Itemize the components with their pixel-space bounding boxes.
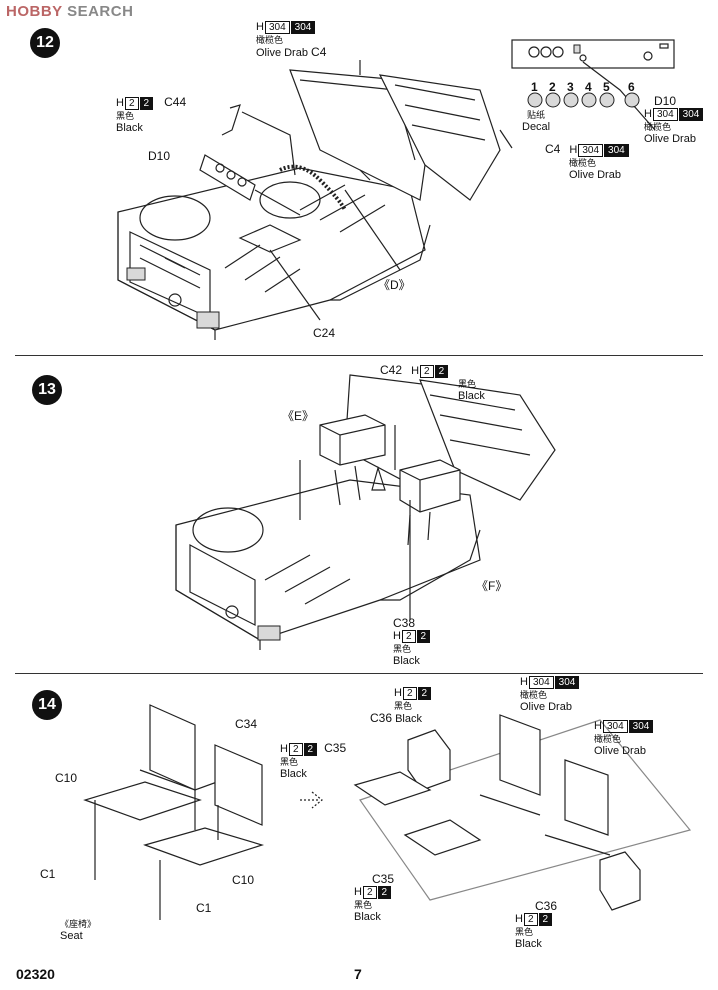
part-label: C10 bbox=[55, 771, 78, 785]
step-number-badge: 13 bbox=[32, 375, 62, 405]
watermark-logo: HOBBY SEARCH bbox=[6, 3, 134, 20]
part-label: C36 bbox=[370, 711, 393, 725]
assembly-arrow bbox=[300, 791, 323, 809]
step-number-badge: 14 bbox=[32, 690, 62, 720]
decal-icons bbox=[527, 92, 640, 108]
part-label: C1 bbox=[196, 901, 212, 915]
part-label: C42 bbox=[380, 363, 403, 377]
subassembly-ref: 《E》 bbox=[282, 409, 315, 423]
parts-c42-c38 bbox=[371, 425, 411, 620]
product-number: 02320 bbox=[16, 966, 55, 982]
part-label: C4 bbox=[311, 45, 327, 59]
subassembly-ref: 《D》 bbox=[378, 278, 411, 292]
step-number-badge: 12 bbox=[30, 28, 60, 58]
part-label: C35 bbox=[324, 741, 347, 755]
part-label: C4 bbox=[545, 142, 561, 156]
part-label: C38 bbox=[393, 616, 416, 630]
part-label: C10 bbox=[232, 873, 255, 887]
subassembly-ref: 《F》 bbox=[476, 579, 508, 593]
part-label: C34 bbox=[235, 717, 258, 731]
part-label: C36 bbox=[535, 899, 558, 913]
part-label: D10 bbox=[654, 94, 677, 108]
part-label: C44 bbox=[164, 95, 187, 109]
part-label: C35 bbox=[372, 872, 395, 886]
step-divider bbox=[15, 355, 703, 356]
part-f-box bbox=[399, 459, 461, 546]
page-number: 7 bbox=[354, 966, 362, 982]
dashboard-part-d10 bbox=[199, 154, 301, 216]
seat-frame-c34 bbox=[83, 704, 265, 920]
part-label: D10 bbox=[148, 149, 171, 163]
decal-number-row: 1 2 3 4 5 6 bbox=[531, 80, 635, 94]
part-e-box bbox=[319, 414, 386, 506]
step-divider bbox=[15, 673, 703, 674]
seat-assembly-right bbox=[353, 714, 692, 911]
decal-sheet bbox=[511, 39, 675, 131]
part-c44-shape bbox=[221, 104, 241, 136]
part-label: C24 bbox=[313, 326, 336, 340]
jeep-body-step13 bbox=[175, 374, 556, 650]
seat-caption: 《座椅》Seat bbox=[60, 919, 97, 942]
jeep-body-step12 bbox=[117, 69, 501, 340]
part-label: C1 bbox=[40, 867, 56, 881]
